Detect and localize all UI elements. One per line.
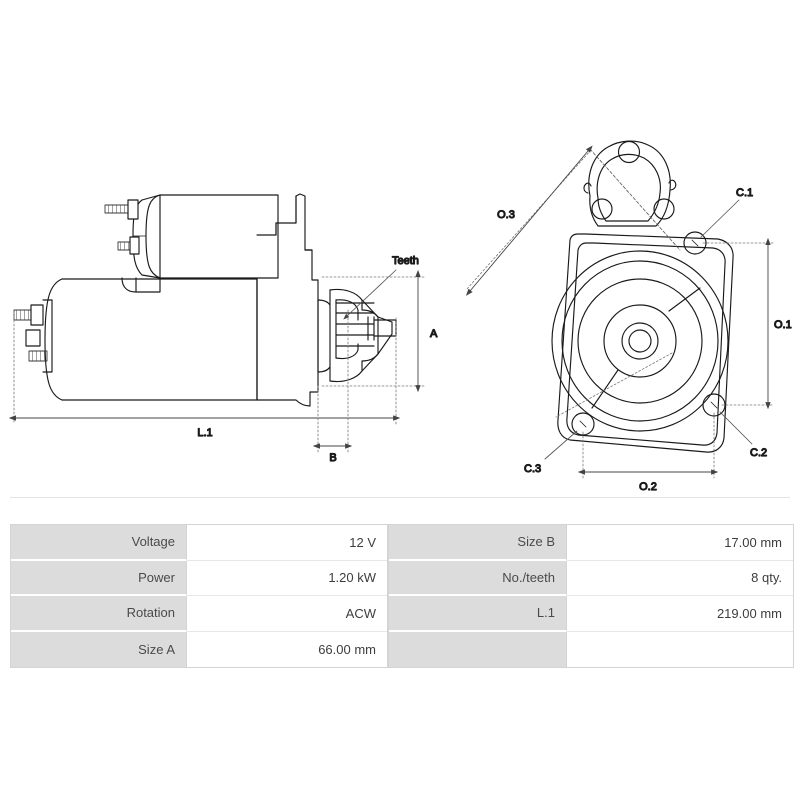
motor-body — [44, 278, 258, 401]
callout-c3 — [544, 430, 578, 460]
callout-c2-label: C.2 — [750, 447, 767, 459]
solenoid-body — [132, 194, 279, 279]
dimension-o1-label: O.1 — [774, 319, 792, 331]
mounting-holes — [571, 231, 726, 436]
teeth-label: Teeth — [392, 255, 419, 267]
spec-label-l1: L.1 — [389, 596, 567, 632]
table-row: Voltage 12 V — [11, 525, 387, 561]
drawing-area: Teeth A L.1 — [8, 140, 792, 494]
bearing-housing — [551, 250, 729, 432]
spec-value-empty — [567, 631, 793, 667]
dimension-o3-label: O.3 — [497, 209, 515, 221]
table-row: No./teeth 8 qty. — [389, 560, 793, 596]
callout-c3-label: C.3 — [524, 463, 541, 475]
spec-value-no-teeth: 8 qty. — [567, 560, 793, 596]
dimension-a-label: A — [430, 328, 438, 340]
spec-value-l1: 219.00 mm — [567, 596, 793, 632]
table-row: Size A 66.00 mm — [11, 631, 387, 667]
spec-label-no-teeth: No./teeth — [389, 560, 567, 596]
specifications-area: Voltage 12 V Power 1.20 kW Rotation ACW … — [10, 524, 794, 668]
callout-c2 — [719, 411, 753, 445]
dimension-o2 — [577, 412, 719, 479]
table-row — [389, 631, 793, 667]
solenoid-end-cap — [583, 140, 677, 227]
dimension-b — [312, 309, 353, 453]
spec-label-size-a: Size A — [11, 631, 187, 667]
callout-c1 — [700, 199, 740, 238]
mounting-hole-c2 — [702, 393, 726, 417]
spec-label-rotation: Rotation — [11, 596, 187, 632]
spec-table-right: Size B 17.00 mm No./teeth 8 qty. L.1 219… — [388, 524, 794, 668]
section-divider — [10, 497, 790, 498]
rear-end-bracket — [13, 299, 53, 373]
drive-end-housing — [256, 193, 331, 407]
spec-value-size-a: 66.00 mm — [187, 631, 387, 667]
dimension-a — [321, 269, 425, 393]
solenoid-terminals — [104, 199, 161, 293]
spec-label-power: Power — [11, 560, 187, 596]
callout-c1-label: C.1 — [736, 187, 753, 199]
spec-table-left: Voltage 12 V Power 1.20 kW Rotation ACW … — [10, 524, 388, 668]
table-row: Rotation ACW — [11, 596, 387, 632]
mounting-hole-c3 — [571, 412, 595, 436]
spec-label-size-b: Size B — [389, 525, 567, 561]
spec-value-voltage: 12 V — [187, 525, 387, 561]
spec-value-power: 1.20 kW — [187, 560, 387, 596]
mounting-hole-c1 — [683, 231, 707, 255]
drive-end-flange — [557, 233, 734, 453]
end-view-group: C.1 C.2 C.3 O.1 — [465, 140, 792, 494]
spec-value-size-b: 17.00 mm — [567, 525, 793, 561]
pinion-drive-assembly — [329, 288, 397, 383]
spec-value-rotation: ACW — [187, 596, 387, 632]
dimension-o3 — [465, 145, 681, 418]
dimension-o1 — [702, 237, 775, 410]
dimension-l1 — [8, 311, 401, 425]
side-view-group: Teeth A L.1 — [8, 193, 439, 465]
spec-label-voltage: Voltage — [11, 525, 187, 561]
dimension-b-label: B — [329, 452, 336, 464]
table-row: Power 1.20 kW — [11, 560, 387, 596]
table-row: Size B 17.00 mm — [389, 525, 793, 561]
dimension-l1-label: L.1 — [197, 427, 212, 439]
dimension-o2-label: O.2 — [639, 481, 657, 493]
table-row: L.1 219.00 mm — [389, 596, 793, 632]
teeth-callout — [343, 269, 397, 320]
spec-label-empty — [389, 631, 567, 667]
